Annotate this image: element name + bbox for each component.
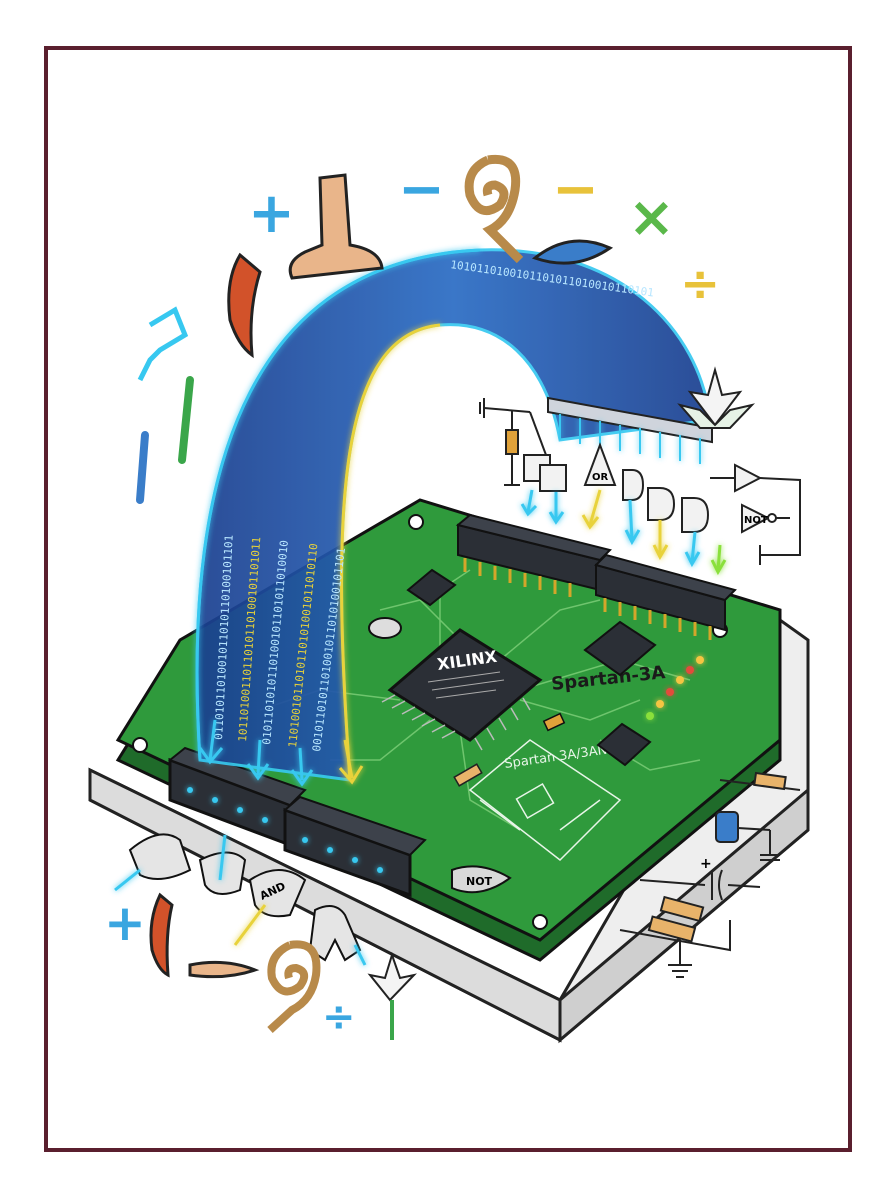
passive-components	[619, 771, 801, 978]
capacitor-polarity: +	[700, 856, 712, 872]
plus-symbol: +	[248, 181, 295, 246]
math-symbols: + − − × ÷ + ÷	[104, 157, 720, 1040]
divide-symbol-bottom: ÷	[322, 994, 356, 1040]
ribbon-arrow-yellow	[338, 739, 364, 785]
minus-symbol: −	[398, 157, 445, 222]
bus-connector	[547, 396, 713, 464]
reed-leaf-hieroglyph-icon	[149, 252, 262, 978]
coiled-rope-hieroglyph-icon	[267, 940, 321, 1033]
header-connector-right	[594, 553, 737, 640]
foot-hieroglyph-icon	[288, 173, 384, 280]
board-resistor	[453, 763, 483, 787]
reed-stroke-icons	[136, 376, 194, 504]
lotus-hieroglyph-icon	[367, 366, 756, 1040]
status-leds	[646, 656, 704, 720]
small-ic-chips	[368, 568, 657, 767]
signal-arrows	[520, 489, 727, 576]
arm-hieroglyph-icon	[137, 306, 189, 382]
mouth-hieroglyph-icon	[188, 239, 614, 979]
logic-schematic	[479, 398, 801, 565]
frame-border	[44, 46, 852, 1152]
plus-symbol-bottom: +	[104, 894, 146, 952]
minus-symbol-yellow: −	[552, 157, 599, 222]
not-gate-board	[451, 865, 512, 894]
fpga-print-lines	[427, 671, 505, 699]
not-gate-board-label: NOT	[466, 875, 493, 888]
header-connector-bottom-right	[283, 795, 427, 898]
binary-ribbon	[195, 248, 712, 782]
coiled-rope-hieroglyph-icon	[464, 154, 524, 264]
times-symbol: ×	[628, 185, 675, 250]
or-gate-label: OR	[592, 472, 609, 483]
divide-symbol: ÷	[680, 256, 720, 312]
not-gate-label: NOT	[744, 515, 768, 526]
ribbon-arrows	[198, 719, 314, 787]
silkscreen-outline	[468, 739, 622, 861]
bottom-gates	[114, 833, 367, 966]
